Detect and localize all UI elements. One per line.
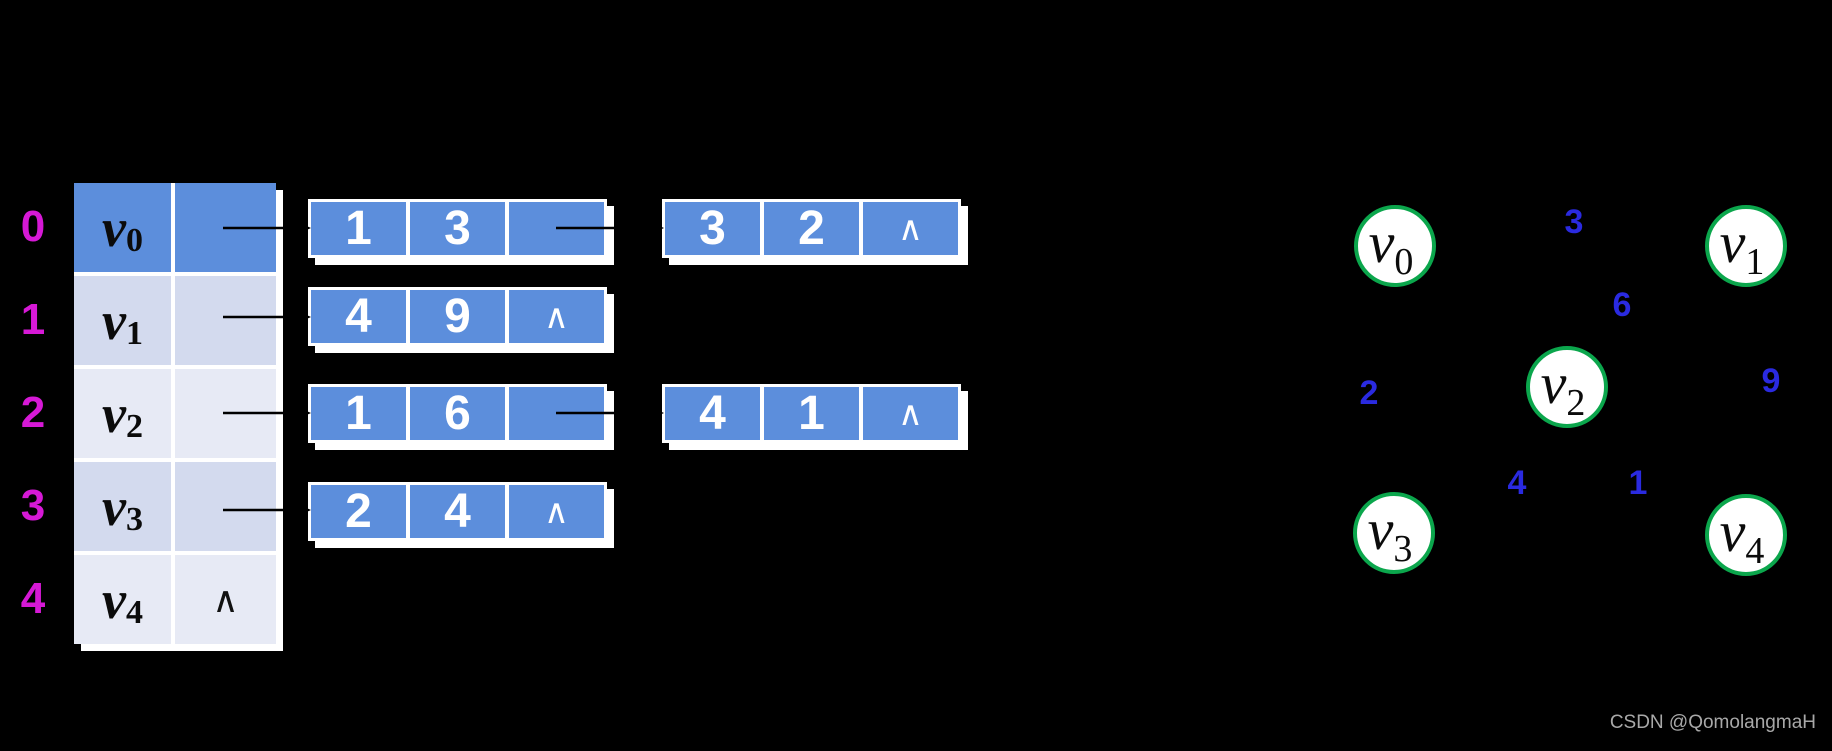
- vertex-subscript: 0: [125, 221, 143, 259]
- vertex-label: v: [102, 476, 126, 537]
- weight-cell: 1: [764, 387, 859, 440]
- vertex-label-v1: v1: [1720, 210, 1765, 283]
- edge-weight-v2-v4: 1: [1629, 464, 1648, 502]
- weight-cell: 3: [410, 202, 505, 255]
- vertex-label: v: [102, 383, 126, 444]
- edge-line-v2-v3: [1423, 411, 1538, 509]
- pointer-cell-v1: [175, 276, 276, 365]
- list-node-v2-1: 1 6: [308, 384, 607, 443]
- edge-weight-v2-v3: 4: [1508, 464, 1527, 502]
- vertex-circle-v1: [1705, 205, 1787, 287]
- vertex-label-v3: v3: [1368, 497, 1413, 570]
- adjvex-cell: 3: [665, 202, 760, 255]
- edge-line-v1-v2: [1597, 269, 1716, 364]
- row-index-0: 0: [20, 202, 46, 251]
- vertex-subscript: 2: [125, 407, 143, 445]
- vertex-label: v: [102, 569, 126, 630]
- adjvex-cell: 4: [665, 387, 760, 440]
- row-index-1: 1: [20, 295, 46, 344]
- null-symbol: ∧: [898, 394, 923, 433]
- vertex-circle-v3: [1353, 492, 1435, 574]
- adjvex-cell: 1: [311, 202, 406, 255]
- vertex-label: v: [102, 197, 126, 258]
- adjvex-cell: 4: [311, 290, 406, 343]
- next-cell: ∧: [509, 485, 604, 538]
- edge-line-v0-v3: [1392, 284, 1397, 495]
- pointer-cell-v3: [175, 462, 276, 551]
- row-index-4: 4: [20, 574, 46, 623]
- vertex-subscript: 1: [125, 314, 143, 352]
- weight-cell: 2: [764, 202, 859, 255]
- weight-cell: 9: [410, 290, 505, 343]
- list-node-v1-1: 4 9 ∧: [308, 287, 607, 346]
- watermark: CSDN @QomolangmaH: [1609, 712, 1816, 733]
- edge-line-v2-v4: [1596, 411, 1717, 511]
- next-cell: ∧: [863, 387, 958, 440]
- adjvex-cell: 2: [311, 485, 406, 538]
- pointer-cell-v2: [175, 369, 276, 458]
- null-symbol: ∧: [544, 297, 569, 336]
- row-index-3: 3: [20, 481, 46, 530]
- vertex-circle-v2: [1526, 346, 1608, 428]
- next-cell: ∧: [509, 290, 604, 343]
- null-symbol: ∧: [544, 492, 569, 531]
- null-symbol: ∧: [898, 209, 923, 248]
- vertex-subscript: 3: [125, 500, 143, 538]
- null-symbol: ∧: [212, 578, 239, 620]
- weight-cell: 4: [410, 485, 505, 538]
- edge-weight-v0-v1: 3: [1565, 203, 1584, 241]
- list-node-v2-2: 4 1 ∧: [662, 384, 961, 443]
- vertex-subscript: 4: [125, 593, 143, 631]
- weight-cell: 6: [410, 387, 505, 440]
- list-node-v0-2: 3 2 ∧: [662, 199, 961, 258]
- list-node-v0-1: 1 3: [308, 199, 607, 258]
- edge-weight-v0-v3: 2: [1360, 374, 1379, 412]
- row-index-2: 2: [20, 388, 46, 437]
- vertex-label-v0: v0: [1369, 210, 1414, 283]
- next-cell: [509, 387, 604, 440]
- list-node-v3-1: 2 4 ∧: [308, 482, 607, 541]
- vertex-circle-v0: [1354, 205, 1436, 287]
- edge-weight-v1-v4: 9: [1762, 362, 1781, 400]
- adjvex-cell: 1: [311, 387, 406, 440]
- vertex-label-v2: v2: [1541, 351, 1586, 424]
- vertex-circle-v4: [1705, 494, 1787, 576]
- next-cell: [509, 202, 604, 255]
- vertex-label-v4: v4: [1720, 499, 1765, 572]
- vertex-label: v: [102, 290, 126, 351]
- next-cell: ∧: [863, 202, 958, 255]
- edge-weight-v1-v2: 6: [1613, 286, 1632, 324]
- pointer-cell-v0: [175, 183, 276, 272]
- pointer-cell-v4: ∧: [175, 555, 276, 644]
